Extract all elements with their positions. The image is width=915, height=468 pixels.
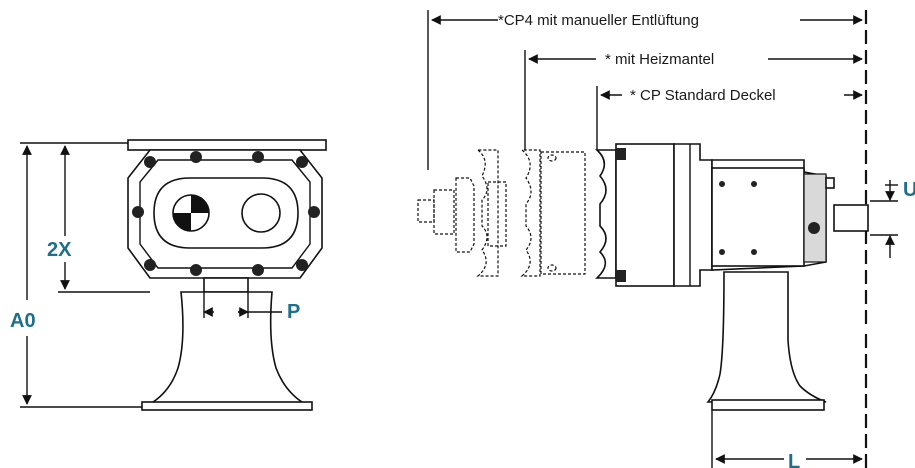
dim-u: U [903,179,915,201]
side-base-plate [711,399,825,411]
dim-2x: 2X [47,239,72,261]
standard-cover [594,143,675,287]
side-view: *CP4 mit manueller Entlüftung * mit Heiz… [417,10,915,468]
label-cp4-vent: *CP4 mit manueller Entlüftung [498,12,699,29]
shaft [833,204,869,232]
cp4-vent-cover-outline [417,149,507,277]
front-base-plate [141,401,313,411]
front-top-flange [127,139,327,151]
idler-shaft-circle [241,193,281,233]
pump-casing-side [673,143,835,287]
front-view: A0 2X P [10,139,327,411]
port-p [203,277,249,293]
label-heating-jacket: * mit Heizmantel [605,51,714,68]
side-pedestal [706,271,827,403]
dim-l: L [788,451,800,468]
dim-p: P [287,301,300,323]
front-pedestal [147,291,308,405]
heating-jacket-outline [520,149,586,277]
dim-a0: A0 [10,310,36,332]
label-cp-standard-cover: * CP Standard Deckel [630,87,776,104]
front-clamp-bolts [132,151,320,276]
